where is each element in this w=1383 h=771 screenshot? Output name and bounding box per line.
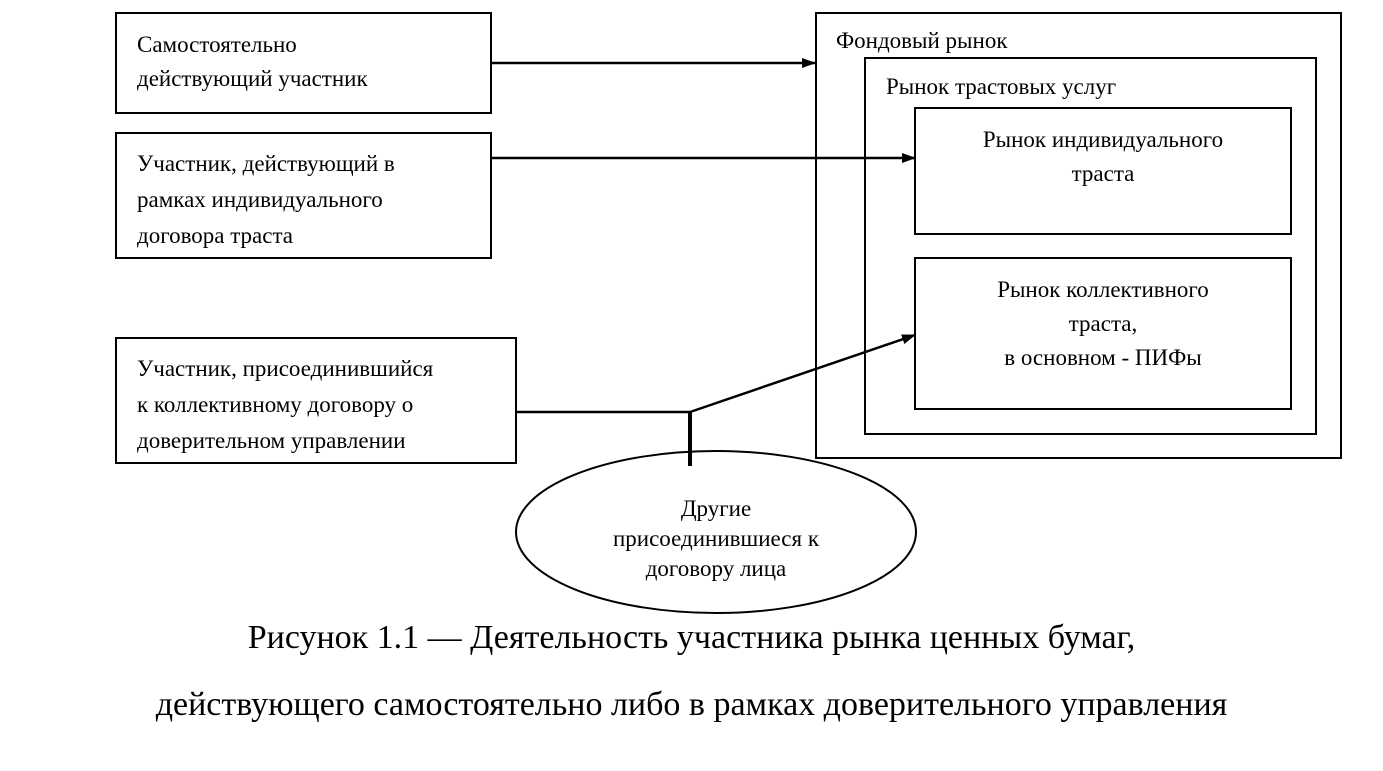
figure-caption-line-2: действующего самостоятельно либо в рамка… (155, 686, 1228, 723)
others-oval-text: Другие присоединившиеся к договору лица (520, 494, 912, 584)
trust-services-market-title: Рынок трастовых услуг (886, 74, 1117, 99)
figure-caption-line-1: Рисунок 1.1 — Деятельность участника рын… (247, 619, 1136, 656)
others-line-1: Другие (680, 496, 752, 521)
individual-trust-market-box: Рынок индивидуального траста (914, 107, 1292, 235)
independent-participant-line-1: Самостоятельно (137, 32, 297, 57)
collective-trust-participant-line-3: доверительном управлении (137, 428, 406, 453)
individual-trust-participant-box: Участник, действующий в рамках индивидуа… (115, 132, 492, 259)
stock-market-title: Фондовый рынок (836, 28, 1008, 53)
trust-services-market-box (864, 57, 1317, 435)
collective-trust-market-box: Рынок коллективного траста, в основном -… (914, 257, 1292, 410)
individual-trust-participant-line-3: договора траста (137, 223, 294, 248)
others-line-3: договору лица (645, 556, 787, 581)
collective-trust-participant-box: Участник, присоединившийся к коллективно… (115, 337, 517, 464)
collective-trust-market-line-1: Рынок коллективного (997, 277, 1209, 302)
independent-participant-line-2: действующий участник (137, 66, 368, 91)
collective-trust-market-line-2: траста, (1068, 311, 1138, 336)
independent-participant-box: Самостоятельно действующий участник (115, 12, 492, 114)
collective-trust-participant-line-2: к коллективному договору о (137, 392, 414, 417)
individual-trust-participant-line-1: Участник, действующий в (137, 151, 395, 176)
arrow-collective-to-collective-market (689, 333, 916, 414)
others-oval (515, 450, 917, 614)
individual-trust-participant-line-2: рамках индивидуального (137, 187, 383, 212)
stock-market-box (815, 12, 1342, 459)
others-line-2: присоединившиеся к (612, 526, 819, 551)
collective-trust-market-line-3: в основном - ПИФы (1004, 345, 1202, 370)
individual-trust-market-line-1: Рынок индивидуального (982, 127, 1224, 152)
individual-trust-market-line-2: траста (1071, 161, 1135, 186)
collective-trust-participant-line-1: Участник, присоединившийся (137, 356, 434, 381)
